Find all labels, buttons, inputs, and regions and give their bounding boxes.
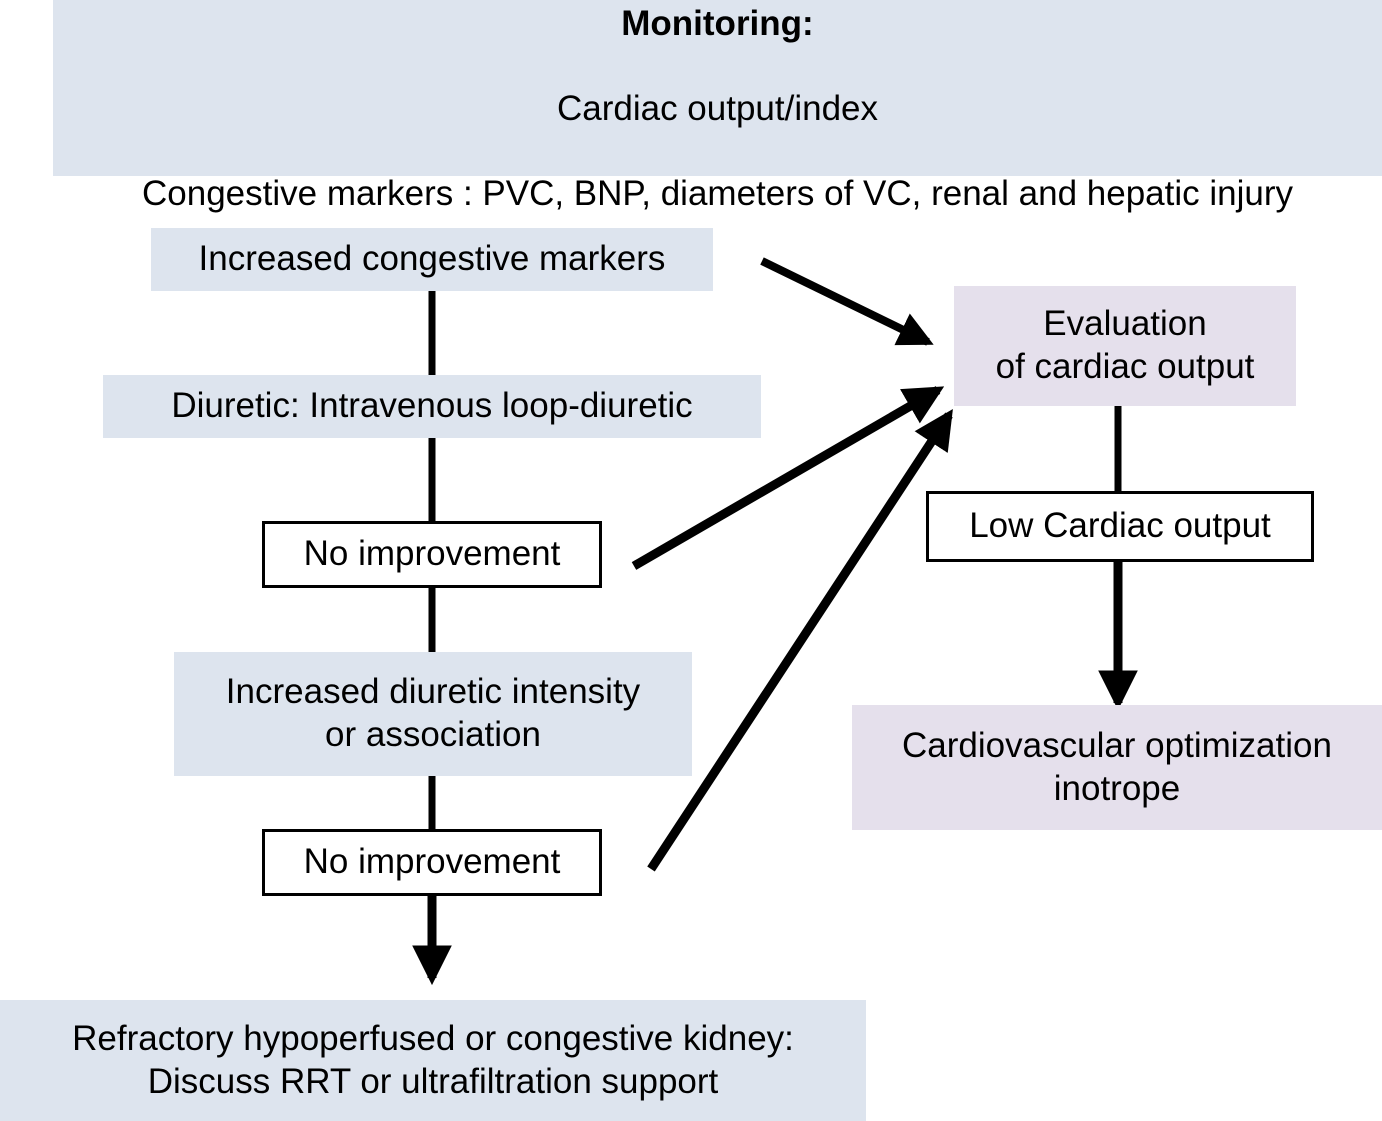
monitoring-line3: Congestive markers : PVC, BNP, diameters… [142,174,1293,214]
node-increased-congestive-markers: Increased congestive markers [151,228,713,291]
node-low-cardiac-output: Low Cardiac output [926,491,1314,562]
node-cardiovascular-optimization: Cardiovascular optimization inotrope [852,705,1382,830]
node-diuretic: Diuretic: Intravenous loop-diuretic [103,375,761,438]
node-increased-diuretic-intensity: Increased diuretic intensity or associat… [174,652,692,776]
monitoring-banner: Monitoring: Cardiac output/index Congest… [53,0,1382,213]
node-refractory-kidney: Refractory hypoperfused or congestive ki… [0,1000,866,1121]
node-no-improvement-2: No improvement [262,829,602,896]
monitoring-heading: Monitoring: [621,3,814,43]
node-evaluation-cardiac-output: Evaluation of cardiac output [954,286,1296,406]
node-no-improvement-1: No improvement [262,521,602,588]
edge-markers-to-evaluation [760,257,934,346]
monitoring-line2: Cardiac output/index [556,89,879,128]
